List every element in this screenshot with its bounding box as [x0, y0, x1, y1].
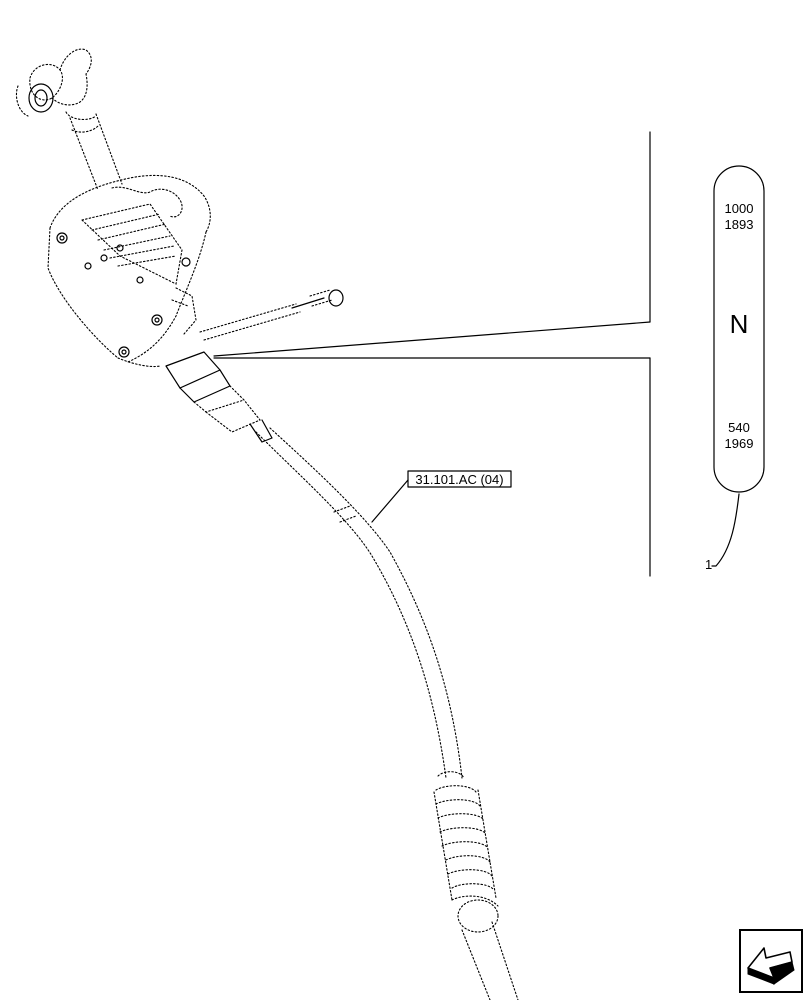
decal-neutral-letter: N	[730, 309, 749, 339]
decal-top-line2: 1893	[725, 217, 754, 232]
lever-housing	[47, 174, 211, 368]
decal-top-line1: 1000	[725, 201, 754, 216]
decal-bottom-line1: 540	[728, 420, 750, 435]
lever-knob	[15, 48, 97, 121]
detail-frame	[213, 131, 651, 577]
part-marker: 1	[705, 493, 740, 572]
cable-fitting	[165, 351, 273, 443]
decal-bottom-line2: 1969	[725, 436, 754, 451]
selector-decal: 1000 1893 N 540 1969	[713, 165, 765, 493]
cable-boot	[433, 771, 519, 1000]
control-cable	[255, 427, 463, 779]
mounting-bolts	[56, 232, 191, 358]
part-number: 1	[705, 557, 712, 572]
reference-callout[interactable]: 31.101.AC (04)	[371, 470, 512, 523]
linkage-rod	[199, 289, 344, 341]
back-arrow-icon[interactable]	[739, 929, 803, 993]
reference-label[interactable]: 31.101.AC (04)	[415, 472, 503, 487]
lever-shaft	[69, 113, 123, 191]
